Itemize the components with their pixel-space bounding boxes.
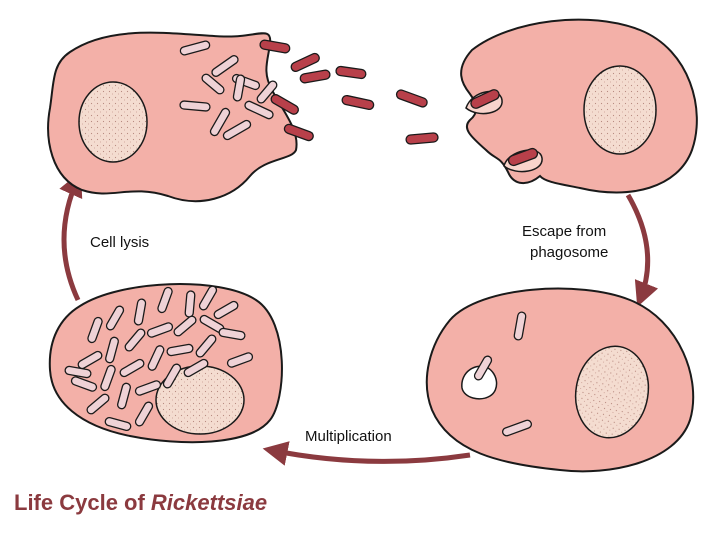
rickettsia-entering bbox=[470, 89, 500, 109]
rickettsia bbox=[104, 417, 132, 431]
entry-cell-body bbox=[460, 18, 698, 194]
rickettsia bbox=[77, 350, 103, 370]
rickettsia bbox=[147, 345, 165, 371]
rickettsia bbox=[87, 316, 103, 344]
rickettsia bbox=[157, 286, 173, 314]
arrow-multiplication bbox=[262, 441, 471, 466]
rickettsia-escaping bbox=[473, 355, 493, 381]
rickettsia bbox=[183, 358, 209, 378]
rickettsia bbox=[86, 393, 110, 415]
rickettsia bbox=[162, 363, 182, 389]
arrow-escape-to-multiplication bbox=[625, 193, 659, 307]
cycle-arrows bbox=[59, 171, 659, 466]
rickettsia bbox=[70, 376, 98, 392]
title-organism: Rickettsiae bbox=[150, 490, 268, 515]
rickettsia bbox=[213, 300, 239, 320]
rickettsia bbox=[119, 358, 145, 378]
rickettsiae-released bbox=[259, 39, 439, 145]
rickettsia bbox=[124, 328, 146, 352]
rickettsiae-inside bbox=[179, 40, 278, 141]
nucleus bbox=[78, 81, 148, 163]
rickettsia bbox=[117, 382, 131, 410]
cell-lysing bbox=[47, 31, 439, 203]
cell-multiplication bbox=[48, 283, 283, 444]
nucleus bbox=[574, 345, 650, 439]
rickettsia bbox=[100, 364, 116, 392]
rickettsia bbox=[133, 298, 147, 326]
rickettsia bbox=[173, 315, 197, 337]
arrow-cell-lysis bbox=[59, 171, 83, 302]
ruptured-phagosome bbox=[461, 365, 498, 400]
label-escape-line2: phagosome bbox=[530, 244, 608, 261]
cell-entry bbox=[460, 18, 698, 194]
rickettsia bbox=[134, 380, 162, 396]
rickettsia bbox=[134, 401, 154, 427]
rickettsia bbox=[195, 334, 217, 358]
rickettsia-in-phagosome bbox=[507, 147, 539, 167]
nucleus bbox=[583, 65, 657, 155]
rickettsia bbox=[146, 322, 174, 338]
rickettsiae-multiplying bbox=[64, 285, 254, 431]
rickettsia bbox=[218, 327, 246, 341]
rickettsia-free bbox=[502, 419, 532, 437]
rickettsia bbox=[64, 365, 92, 379]
title-prefix: Life Cycle of bbox=[14, 490, 151, 515]
rickettsia bbox=[184, 290, 196, 318]
rickettsia bbox=[198, 285, 218, 311]
rickettsia bbox=[105, 336, 119, 364]
rickettsia bbox=[226, 352, 254, 368]
figure-title: Life Cycle of Rickettsiae bbox=[14, 490, 267, 516]
label-cell-lysis: Cell lysis bbox=[90, 234, 149, 251]
rickettsia-free bbox=[513, 311, 527, 341]
label-escape-line1: Escape from bbox=[522, 223, 606, 240]
rickettsia bbox=[166, 343, 194, 357]
label-multiplication: Multiplication bbox=[305, 428, 392, 445]
cell-escape bbox=[425, 287, 695, 473]
rickettsia bbox=[105, 305, 125, 331]
